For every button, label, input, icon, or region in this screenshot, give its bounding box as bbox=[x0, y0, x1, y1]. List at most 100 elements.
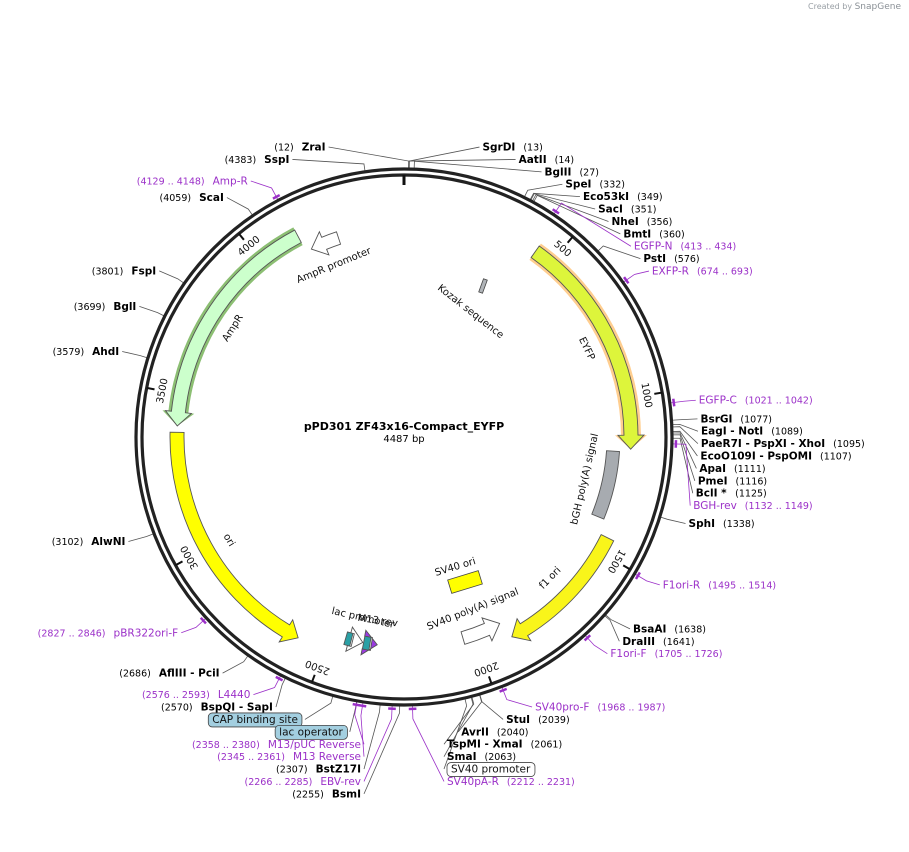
site-ecoo109i-pspomi[interactable]: EcoO109I - PspOMI(1107) bbox=[700, 451, 851, 463]
name-sspi: SspI bbox=[264, 154, 289, 166]
primer-f1ori-r[interactable]: F1ori-R(1495 .. 1514) bbox=[663, 579, 776, 591]
pos-bsrgi: (1077) bbox=[740, 414, 772, 425]
site-draiii[interactable]: DraIII(1641) bbox=[622, 636, 694, 648]
site-sphi[interactable]: SphI(1338) bbox=[689, 518, 755, 530]
site-bcli[interactable]: BclI *(1125) bbox=[696, 488, 767, 500]
tick-1500 bbox=[622, 564, 631, 571]
site-stui[interactable]: StuI(2039) bbox=[506, 714, 570, 726]
site-sgrdi[interactable]: SgrDI(13) bbox=[482, 142, 542, 154]
site-bsaai[interactable]: BsaAI (1638) bbox=[633, 623, 706, 635]
primer-sv40pa-r[interactable]: SV40pA-R(2212 .. 2231) bbox=[447, 776, 575, 788]
site-spei[interactable]: SpeI(332) bbox=[565, 179, 625, 191]
feature-ori[interactable] bbox=[169, 431, 299, 643]
name-amp-r: Amp-R bbox=[213, 175, 248, 187]
pos-bsaai: (1638) bbox=[674, 624, 706, 635]
leader-bcli bbox=[671, 437, 694, 494]
tick-1000 bbox=[654, 391, 663, 395]
leader-sphi bbox=[659, 516, 686, 524]
feature-eyfp[interactable] bbox=[530, 245, 646, 450]
leader-m13-puc-reverse bbox=[354, 700, 365, 745]
primer-amp-r[interactable]: Amp-R (4129 .. 4148) bbox=[137, 175, 248, 187]
name-nhei: NheI bbox=[611, 216, 638, 228]
name-bsaai: BsaAI bbox=[633, 623, 666, 635]
primer-egfp-c[interactable]: EGFP-C(1021 .. 1042) bbox=[699, 395, 813, 407]
site-avrii[interactable]: AvrII(2040) bbox=[461, 726, 528, 738]
name-eagi-noti: EagI - NotI bbox=[701, 426, 763, 438]
primer-egfp-n[interactable]: EGFP-N(413 .. 434) bbox=[634, 241, 736, 253]
name-f1ori-r: F1ori-R bbox=[663, 579, 700, 591]
site-bglii[interactable]: BglII(27) bbox=[545, 166, 599, 178]
site-alwni[interactable]: AlwNI(3102) bbox=[52, 536, 126, 548]
site-eco53ki[interactable]: Eco53kI(349) bbox=[583, 191, 663, 203]
leader-ebv-rev bbox=[363, 704, 393, 782]
leader-nhei bbox=[531, 194, 609, 222]
name-stui: StuI bbox=[506, 714, 530, 726]
leader-exfp-r bbox=[622, 270, 650, 283]
site-paer7i-pspxi-xhoi[interactable]: PaeR7I - PspXI - XhoI(1095) bbox=[701, 438, 865, 450]
site-bmti[interactable]: BmtI(360) bbox=[623, 228, 684, 240]
primer-l4440[interactable]: L4440(2576 .. 2593) bbox=[142, 689, 250, 701]
feature-bgh-poly-a-signal[interactable] bbox=[591, 450, 620, 520]
pos-sv40pa-r: (2212 .. 2231) bbox=[507, 777, 575, 788]
site-saci[interactable]: SacI(351) bbox=[598, 204, 656, 216]
name-f1ori-f: F1ori-F bbox=[610, 648, 646, 660]
site-zrai[interactable]: ZraI(12) bbox=[274, 142, 325, 154]
primer-bgh-rev[interactable]: BGH-rev(1132 .. 1149) bbox=[693, 500, 812, 512]
primer-pbr322ori-f[interactable]: pBR322ori-F(2827 .. 2846) bbox=[38, 627, 179, 639]
site-eagi-noti[interactable]: EagI - NotI(1089) bbox=[701, 426, 803, 438]
feature-f1-ori[interactable] bbox=[511, 533, 615, 642]
pos-ecoo109i-pspomi: (1107) bbox=[820, 452, 852, 463]
site-pmei[interactable]: PmeI(1116) bbox=[698, 475, 767, 487]
tick-3500 bbox=[146, 386, 155, 391]
tick-label-1000: 1000 bbox=[638, 382, 653, 409]
feature-sv40-poly-a-signal[interactable] bbox=[460, 617, 501, 645]
name-m13-reverse: M13 Reverse bbox=[293, 751, 361, 763]
feature-ampr[interactable] bbox=[164, 229, 302, 427]
site-scai[interactable]: ScaI(4059) bbox=[160, 192, 224, 204]
site-bgli[interactable]: BglI(3699) bbox=[74, 301, 137, 313]
site-afliii-pcii[interactable]: AflIII - PciI(2686) bbox=[119, 668, 219, 680]
site-sspi[interactable]: SspI(4383) bbox=[225, 154, 290, 166]
site-lac-operator[interactable]: lac operator bbox=[274, 724, 348, 740]
name-bglii: BglII bbox=[545, 166, 572, 178]
primer-sv40pro-f[interactable]: SV40pro-F(1968 .. 1987) bbox=[535, 702, 665, 714]
pos-zrai: (12) bbox=[274, 143, 294, 154]
primer-ebv-rev[interactable]: EBV-rev(2266 .. 2285) bbox=[245, 776, 362, 788]
pos-sv40pro-f: (1968 .. 1987) bbox=[597, 703, 665, 714]
pos-amp-r: (4129 .. 4148) bbox=[137, 176, 205, 187]
site-cap-binding-site[interactable]: CAP binding site bbox=[207, 712, 303, 728]
label-box-sv40-promoter bbox=[446, 762, 536, 777]
leader-egfp-c bbox=[669, 399, 696, 404]
site-ahdi[interactable]: AhdI(3579) bbox=[53, 346, 120, 358]
label-sv40-promoter: SV40 promoter bbox=[451, 764, 531, 776]
feature-ampr-promoter[interactable] bbox=[310, 230, 342, 256]
primer-exfp-r[interactable]: EXFP-R(674 .. 693) bbox=[652, 266, 753, 278]
site-bsrgi[interactable]: BsrGI(1077) bbox=[700, 413, 772, 425]
primer-m13-puc-reverse[interactable]: M13/pUC Reverse(2358 .. 2380) bbox=[192, 739, 361, 751]
site-bstz17i[interactable]: BstZ17I(2307) bbox=[276, 764, 361, 776]
site-sv40-promoter[interactable]: SV40 promoter bbox=[446, 762, 536, 777]
leader-paer7i-pspxi-xhoi bbox=[671, 426, 699, 444]
pos-smai: (2063) bbox=[485, 752, 517, 763]
site-apai[interactable]: ApaI(1111) bbox=[699, 463, 765, 475]
sv40-ori-feature bbox=[447, 570, 483, 594]
site-nhei[interactable]: NheI(356) bbox=[611, 216, 672, 228]
leader-pbr322ori-f bbox=[181, 617, 207, 634]
feature-lac-operator[interactable] bbox=[361, 635, 372, 651]
name-m13-puc-reverse: M13/pUC Reverse bbox=[268, 739, 361, 751]
site-fspi[interactable]: FspI(3801) bbox=[92, 265, 156, 277]
site-psti[interactable]: PstI(576) bbox=[643, 253, 699, 265]
name-smai: SmaI bbox=[447, 751, 477, 763]
pos-ahdi: (3579) bbox=[53, 347, 85, 358]
site-bsmi[interactable]: BsmI(2255) bbox=[292, 788, 361, 800]
name-draiii: DraIII bbox=[622, 636, 655, 648]
site-tspmi-xmai[interactable]: TspMI - XmaI(2061) bbox=[447, 739, 562, 751]
primer-m13-reverse[interactable]: M13 Reverse(2345 .. 2361) bbox=[217, 751, 361, 763]
site-bspqi-sapi[interactable]: BspQI - SapI(2570) bbox=[161, 702, 273, 714]
feature-cap-binding-site[interactable] bbox=[343, 631, 354, 647]
leader-bmti bbox=[533, 194, 621, 235]
site-aatii[interactable]: AatII(14) bbox=[519, 154, 575, 166]
primer-f1ori-f[interactable]: F1ori-F(1705 .. 1726) bbox=[610, 648, 722, 660]
site-smai[interactable]: SmaI (2063) bbox=[447, 751, 516, 763]
leader-bgh-rev bbox=[671, 443, 691, 506]
